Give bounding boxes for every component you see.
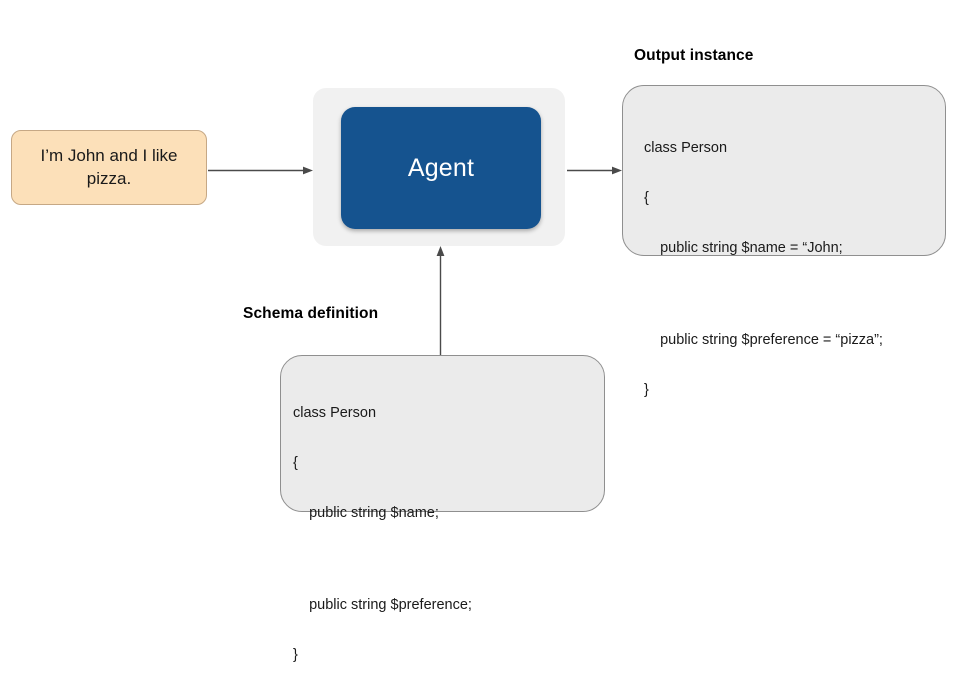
code-line-blank (293, 556, 472, 569)
code-line: { (644, 190, 649, 206)
code-line-blank (644, 291, 883, 304)
schema-definition-code: class Person { public string $name; publ… (293, 377, 472, 698)
input-message-text: I’m John and I like pizza. (40, 146, 178, 188)
input-message-node[interactable]: I’m John and I like pizza. (11, 130, 207, 205)
schema-definition-panel[interactable]: class Person { public string $name; publ… (280, 355, 605, 662)
agent-node[interactable]: Agent (341, 107, 541, 229)
arrow-input-to-agent (208, 166, 313, 175)
code-line: public string $preference = “pizza”; (644, 332, 883, 348)
schema-definition-title: Schema definition (243, 305, 379, 322)
connector-layer (208, 166, 622, 355)
code-line: public string $name = “John; (644, 240, 843, 256)
output-instance-title: Output instance (634, 47, 754, 64)
diagram-canvas: I’m John and I like pizza. Agent Output … (11, 47, 946, 662)
output-instance-panel[interactable]: class Person { public string $name = “Jo… (622, 85, 946, 397)
output-instance-code: class Person { public string $name = “Jo… (644, 112, 883, 433)
code-line: { (293, 455, 298, 471)
code-line: class Person (293, 405, 377, 421)
code-line: } (293, 647, 298, 663)
arrow-schema-to-agent (436, 246, 445, 355)
code-line: public string $preference; (293, 597, 472, 613)
code-line: } (644, 382, 649, 398)
code-line: class Person (644, 140, 728, 156)
code-line: public string $name; (293, 505, 439, 521)
arrow-agent-to-output (567, 166, 622, 175)
agent-label: Agent (407, 153, 475, 182)
